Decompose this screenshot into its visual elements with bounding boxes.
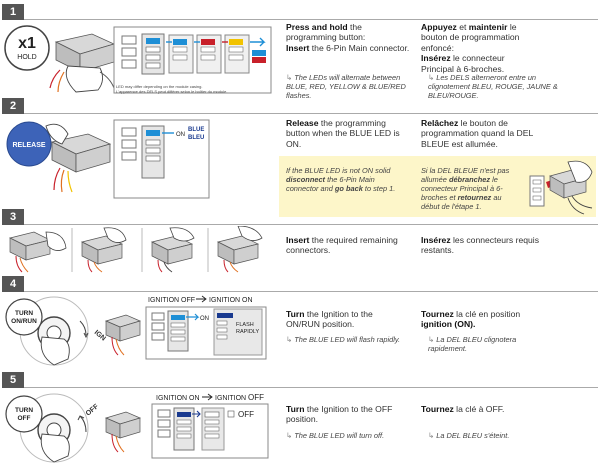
turn-off-badge-line2: OFF [18,415,31,422]
step-1-instruction-en: Press and hold the programming button: I… [286,22,410,53]
hold-badge-main: x1 [18,35,36,52]
step-5-note-en: ↳The BLUE LED will turn off. [286,431,385,440]
ignition-off-label: IGNITION OFF [148,297,195,304]
rapidly-label: RAPIDLY [236,329,259,335]
release-badge: RELEASE [12,142,45,149]
step-4-led-on-label: ON [200,316,209,322]
led-on-label: ON [176,132,185,138]
ignition-on-label: IGNITION ON [209,297,253,304]
step-4-note-en: ↳The BLUE LED will flash rapidly. [286,335,401,344]
step-2-header: 2 [2,98,598,115]
step-4-header: 4 [2,276,598,293]
step-3-instruction-en: Insert the required remaining connectors… [286,235,398,256]
step-5-illustration: OFF TURN OFF IGNITION ON IGNITION OFF OF… [5,393,269,463]
step-4-note-fr: ↳La DEL BLEU clignotera rapidement. [428,335,517,353]
led-off-label: OFF [238,410,254,419]
step-3-illustration [8,226,263,273]
led-blue-label: BLUE [188,127,204,133]
turn-off-badge-line1: TURN [15,407,33,414]
step-5-ignition-word: IGNITION [215,395,246,402]
led-bleu-label: BLEU [188,135,204,141]
step-2-disconnect-illustration [529,160,593,215]
step-5-instruction-fr: Tournez la clé à OFF. [421,404,505,414]
step-number: 1 [2,4,24,20]
step-3-instruction-fr: Insérez les connecteurs requis restants. [421,235,539,256]
step-1-note-en: ↳The LEDs will alternate between BLUE, R… [286,73,406,100]
led-disclaimer: LED may differ depending on the module c… [116,84,228,94]
turn-on-badge-line1: TURN [15,310,33,317]
step-4-illustration: IGN TURN ON/RUN IGNITION OFF IGNITION ON… [5,295,267,366]
step-1-illustration: x1 HOLD [4,25,272,94]
step-2-instruction-en: Release the programming button when the … [286,118,400,149]
off-key-label: OFF [85,403,101,418]
hold-badge-sub: HOLD [17,54,36,61]
step-5-header: 5 [2,372,598,389]
step-2-instruction-fr: Relâchez le bouton de programmation quan… [421,118,534,149]
step-1-note-fr: ↳Les DELS alterneront entre un clignotem… [428,73,558,100]
step-5-off-word: OFF [248,393,264,402]
step-5-instruction-en: Turn the Ignition to the OFF position. [286,404,393,425]
step-number: 2 [2,98,24,114]
ign-key-label: IGN [93,329,107,342]
step-4-instruction-fr: Tournez la clé en position ignition (ON)… [421,309,521,330]
step-number: 5 [2,372,24,388]
step-3-header: 3 [2,209,598,226]
step-5-ignition-on-label: IGNITION ON [156,395,200,402]
step-5-note-fr: ↳La DEL BLEU s'éteint. [428,431,510,440]
step-number: 3 [2,209,24,225]
step-1-instruction-fr: Appuyez et maintenir le bouton de progra… [421,22,520,74]
step-4-instruction-en: Turn the Ignition to the ON/RUN position… [286,309,373,330]
step-2-illustration: RELEASE ON BLUE BLEU [6,119,210,199]
step-1-header: 1 [2,4,598,21]
step-2-warning-fr: Si la DEL BLEUE n'est pas allumée débran… [421,166,510,211]
step-number: 4 [2,276,24,292]
step-2-warning-en: If the BLUE LED is not ON solid disconne… [286,166,396,193]
flash-label: FLASH [236,322,254,328]
turn-on-badge-line2: ON/RUN [11,318,37,325]
